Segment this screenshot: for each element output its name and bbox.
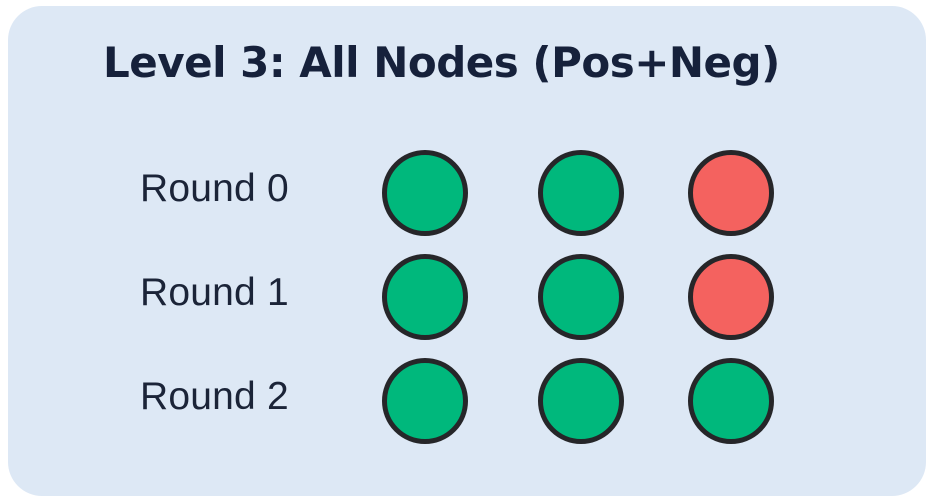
page-title: Level 3: All Nodes (Pos+Neg) bbox=[103, 38, 780, 87]
node-grid: Round 0 Round 1 Round 2 bbox=[8, 146, 926, 458]
round-row: Round 1 bbox=[8, 250, 926, 354]
node-pos-indicator[interactable] bbox=[538, 254, 624, 340]
node-pos-indicator[interactable] bbox=[382, 254, 468, 340]
round-label: Round 0 bbox=[140, 167, 289, 210]
node-pos-indicator[interactable] bbox=[688, 358, 774, 444]
node-neg-indicator[interactable] bbox=[688, 254, 774, 340]
round-row: Round 0 bbox=[8, 146, 926, 250]
round-row: Round 2 bbox=[8, 354, 926, 458]
node-pos-indicator[interactable] bbox=[538, 358, 624, 444]
round-label: Round 2 bbox=[140, 375, 289, 418]
node-neg-indicator[interactable] bbox=[688, 150, 774, 236]
node-pos-indicator[interactable] bbox=[382, 358, 468, 444]
node-pos-indicator[interactable] bbox=[382, 150, 468, 236]
round-label: Round 1 bbox=[140, 271, 289, 314]
node-pos-indicator[interactable] bbox=[538, 150, 624, 236]
